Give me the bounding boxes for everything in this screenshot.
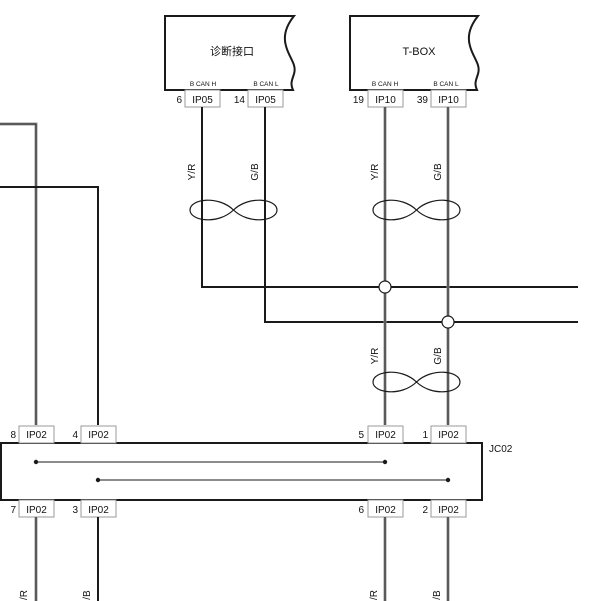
pin-number: 14 xyxy=(234,95,246,106)
connector-id: IP02 xyxy=(438,430,459,441)
junction-name: JC02 xyxy=(489,444,513,455)
pin-number: 2 xyxy=(422,505,428,516)
tbox-pin-label-l: B CAN L xyxy=(433,81,459,88)
wire-color-label: Y/R xyxy=(370,164,381,181)
connector-id: IP02 xyxy=(375,430,396,441)
connector-id: IP02 xyxy=(88,430,109,441)
connector-id: IP02 xyxy=(438,505,459,516)
tbox-pin-label-h: B CAN H xyxy=(372,81,399,88)
wire-color-label: /B xyxy=(432,590,443,600)
diagnostic-interface-title: 诊断接口 xyxy=(210,44,254,58)
connector-id: IP02 xyxy=(88,505,109,516)
connector-id: IP10 xyxy=(438,95,459,106)
tbox-title: T-BOX xyxy=(402,46,436,58)
wire-color-label: /R xyxy=(369,590,380,600)
connector-id: IP02 xyxy=(26,505,47,516)
wire-color-label: Y/R xyxy=(187,164,198,181)
pin-number: 1 xyxy=(422,430,428,441)
connector-id: IP05 xyxy=(192,95,213,106)
connector-id: IP05 xyxy=(255,95,276,106)
pin-number: 19 xyxy=(353,95,365,106)
connector-id: IP02 xyxy=(375,505,396,516)
bottom-wires: /R /B /R /B xyxy=(19,517,450,601)
wire-color-label: G/B xyxy=(250,163,261,181)
twisted-pair-symbol xyxy=(372,199,461,221)
connector-id: IP02 xyxy=(26,430,47,441)
wire-color-label: G/B xyxy=(433,163,444,181)
diag-pin-label-l: B CAN L xyxy=(253,81,279,88)
top-connector-pins: 6 IP05 14 IP05 19 IP10 39 IP10 xyxy=(176,89,467,108)
diagnostic-interface-module: 诊断接口 B CAN H B CAN L xyxy=(164,15,297,91)
twisted-pair-symbol xyxy=(189,199,278,221)
splice-point xyxy=(378,280,392,294)
pin-number: 39 xyxy=(417,95,429,106)
pin-number: 5 xyxy=(358,430,364,441)
connector-id: IP10 xyxy=(375,95,396,106)
wire-color-label: G/B xyxy=(433,347,444,365)
pin-number: 3 xyxy=(72,505,78,516)
wire-color-labels: Y/R G/B Y/R G/B Y/R G/B xyxy=(187,163,444,365)
twisted-pair-symbol xyxy=(372,371,461,393)
module-wires xyxy=(201,107,578,425)
wire-color-label: /R xyxy=(19,590,30,600)
pin-number: 6 xyxy=(358,505,364,516)
junction-top-pins: 8 IP02 4 IP02 5 IP02 1 IP02 xyxy=(10,425,467,444)
junction-bottom-pins: 7 IP02 3 IP02 6 IP02 2 IP02 xyxy=(10,499,467,518)
left-wires xyxy=(0,122,99,425)
pin-number: 8 xyxy=(10,430,16,441)
pin-number: 7 xyxy=(10,505,16,516)
tbox-module: T-BOX B CAN H B CAN L xyxy=(349,15,481,91)
splice-point xyxy=(441,315,455,329)
diag-pin-label-h: B CAN H xyxy=(190,81,217,88)
pin-number: 4 xyxy=(72,430,78,441)
wire-color-label: Y/R xyxy=(370,348,381,365)
wire-color-label: /B xyxy=(82,590,93,600)
junction-connector: JC02 xyxy=(0,442,513,501)
pin-number: 6 xyxy=(176,95,182,106)
